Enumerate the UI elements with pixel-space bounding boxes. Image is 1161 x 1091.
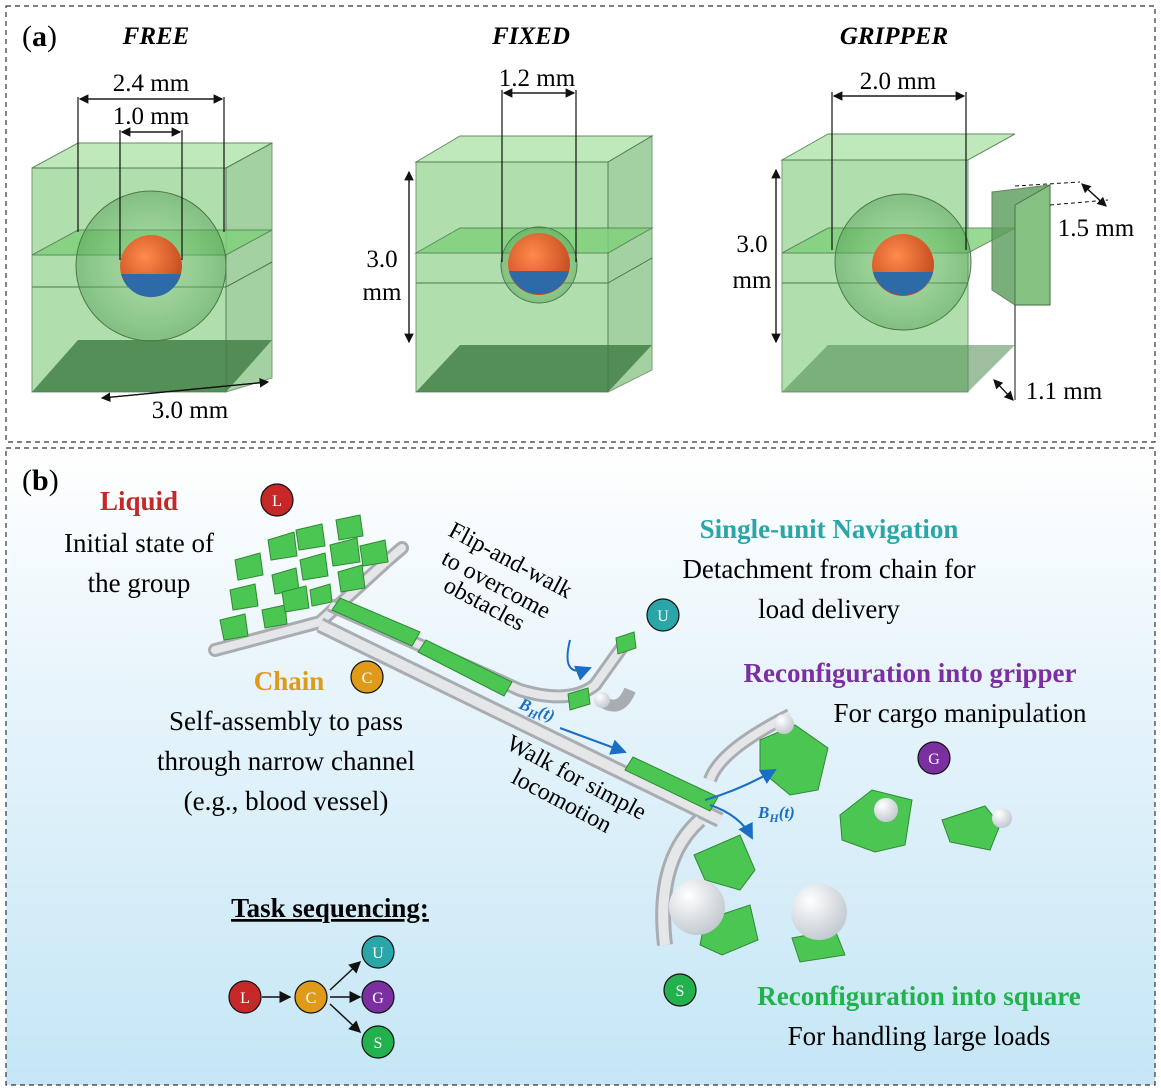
- fixed-unit: FIXED 1.2 mm 3.0 mm: [363, 23, 654, 393]
- gripper-dim-notch-width: 1.5 mm: [1058, 215, 1135, 242]
- free-dim-base: 3.0 mm: [152, 397, 229, 424]
- gripper-badge: G: [928, 751, 940, 768]
- gripper-unit: GRIPPER 2.0 mm 3.0 mm 1.5 mm: [733, 23, 1135, 405]
- gripper-dim-notch-depth: 1.1 mm: [1026, 378, 1103, 405]
- nav-badge: U: [657, 608, 669, 625]
- task-node-g: [361, 980, 395, 1014]
- chain-line2: through narrow channel: [157, 746, 415, 776]
- liquid-blocks: [219, 514, 389, 641]
- nav-line1: Detachment from chain for: [682, 554, 975, 584]
- chain-line1: Self-assembly to pass: [169, 706, 403, 736]
- gripper-dim-height-2: mm: [733, 267, 772, 294]
- square-title: Reconfiguration into square: [757, 981, 1081, 1011]
- chain-badge: C: [362, 670, 373, 687]
- task-node-u-label: U: [372, 945, 384, 962]
- task-node-g-label: G: [372, 990, 384, 1007]
- task-sequencing: Task sequencing: L C U G S: [228, 893, 429, 1059]
- chain-line3: (e.g., blood vessel): [184, 786, 389, 816]
- fixed-dim-height-1: 3.0: [366, 246, 397, 273]
- field-label-2: BH(t): [757, 803, 795, 825]
- chain-title: Chain: [254, 666, 325, 696]
- gripper-title: GRIPPER: [840, 23, 948, 50]
- fixed-title: FIXED: [491, 23, 570, 50]
- task-node-c: [294, 980, 328, 1014]
- liquid-line1: Initial state of: [64, 528, 214, 558]
- liquid-title: Liquid: [100, 486, 178, 516]
- square-line1: For handling large loads: [788, 1021, 1051, 1051]
- nav-unit: [566, 631, 637, 711]
- panel-b: (b): [5, 447, 1156, 1086]
- task-node-s: [361, 1025, 395, 1059]
- free-box-floor: [32, 340, 272, 392]
- free-dim-inner: 1.0 mm: [113, 103, 190, 130]
- gripper-b-title: Reconfiguration into gripper: [744, 658, 1077, 688]
- panel-b-frame: [5, 447, 1156, 1086]
- square-badge: S: [676, 983, 685, 1000]
- task-node-s-label: S: [374, 1035, 383, 1052]
- panel-b-label: (b): [22, 464, 59, 497]
- free-title: FREE: [122, 23, 190, 50]
- panel-a-label: (a): [22, 20, 57, 53]
- free-unit: FREE 2.4 mm 1.0 mm 3.0 mm: [31, 23, 273, 424]
- gripper-b-line1: For cargo manipulation: [834, 698, 1087, 728]
- square-units: [669, 834, 847, 963]
- panel-a: (a) FREE 2.4 mm 1.0 mm: [5, 5, 1156, 443]
- chain-blocks: [331, 597, 719, 812]
- fixed-dim-top: 1.2 mm: [499, 65, 576, 92]
- liquid-badge: L: [272, 493, 282, 510]
- task-title: Task sequencing:: [231, 893, 429, 923]
- task-node-l: [228, 980, 262, 1014]
- free-dim-outer: 2.4 mm: [113, 70, 190, 97]
- task-node-l-label: L: [240, 990, 250, 1007]
- task-node-u: [361, 935, 395, 969]
- task-node-c-label: C: [306, 990, 317, 1007]
- gripper-dim-top: 2.0 mm: [860, 68, 937, 95]
- nav-title: Single-unit Navigation: [700, 514, 959, 544]
- free-box-side: [225, 142, 273, 393]
- fixed-dim-height-2: mm: [363, 279, 402, 306]
- nav-line2: load delivery: [758, 594, 900, 624]
- liquid-line2: the group: [88, 568, 191, 598]
- channel: [208, 541, 794, 946]
- gripper-dim-height-1: 3.0: [736, 231, 767, 258]
